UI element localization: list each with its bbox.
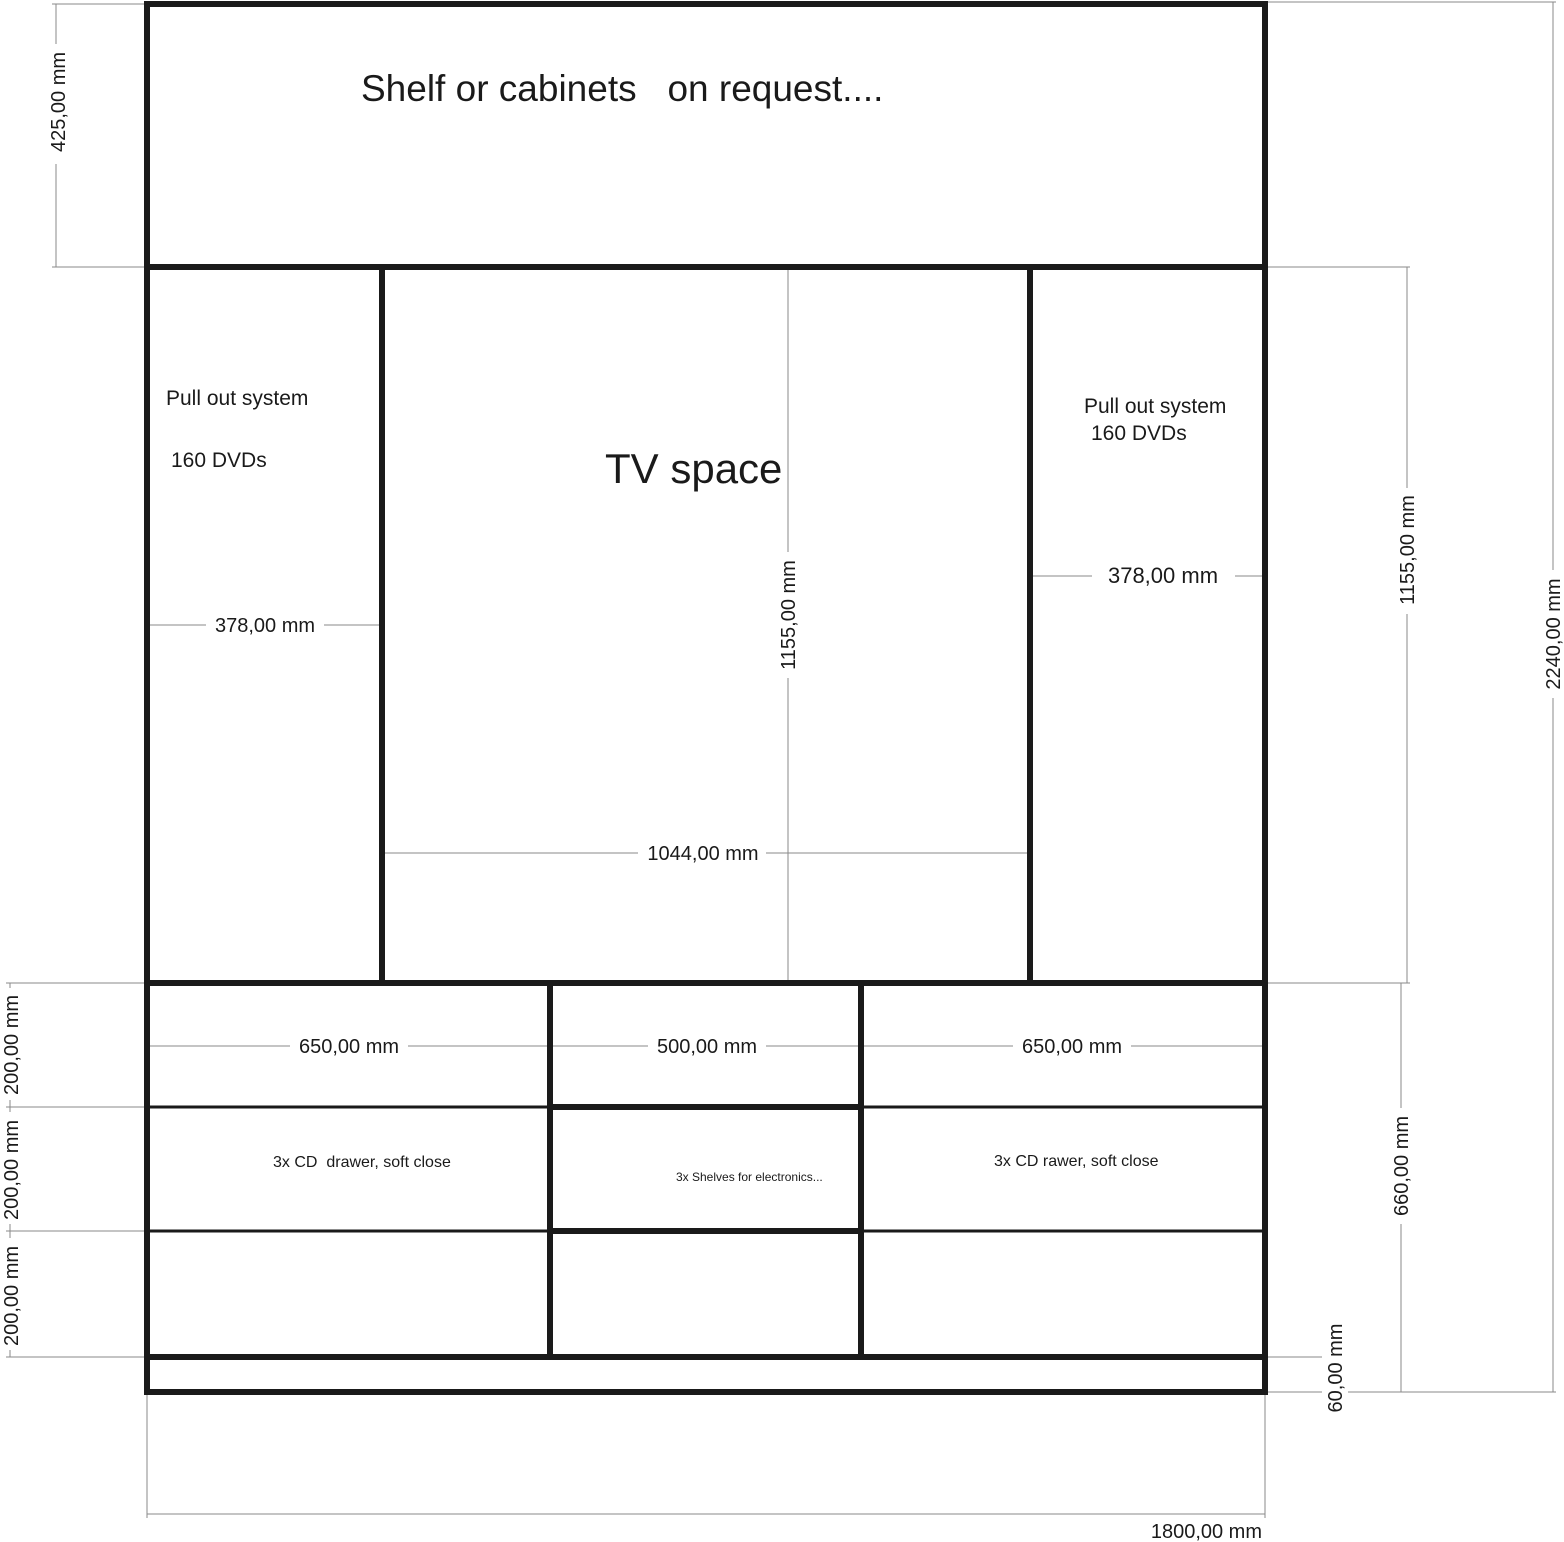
right-pullout-width: 378,00 mm bbox=[1108, 563, 1218, 588]
drawer-row-3-height: 200,00 mm bbox=[1, 1246, 23, 1346]
left-pullout-width: 378,00 mm bbox=[215, 615, 315, 637]
lower-height: 660,00 mm bbox=[1391, 1116, 1413, 1216]
top-section-label: Shelf or cabinets on request.... bbox=[361, 68, 883, 109]
middle-height-right: 1155,00 mm bbox=[1397, 495, 1419, 605]
total-width: 1800,00 mm bbox=[1151, 1521, 1262, 1542]
tv-height: 1155,00 mm bbox=[778, 560, 800, 670]
total-height: 2240,00 mm bbox=[1543, 578, 1564, 689]
drawer-row-1-height: 200,00 mm bbox=[1, 995, 23, 1095]
middle-shelf-width: 500,00 mm bbox=[657, 1036, 757, 1058]
cabinet-structure bbox=[144, 1, 1268, 1395]
dimension-lines bbox=[6, 1, 1556, 1518]
dimension-labels-vertical: 425,00 mm 1155,00 mm 1155,00 mm 2240,00 … bbox=[0, 44, 1564, 1418]
left-drawer-width: 650,00 mm bbox=[299, 1036, 399, 1058]
middle-shelves-label: 3x Shelves for electronics... bbox=[676, 1170, 823, 1184]
drawer-row-2-height: 200,00 mm bbox=[1, 1120, 23, 1220]
tv-space-label: TV space bbox=[605, 445, 782, 492]
right-pullout-count: 160 DVDs bbox=[1091, 422, 1187, 445]
top-height: 425,00 mm bbox=[48, 52, 70, 152]
left-pullout-count: 160 DVDs bbox=[171, 449, 267, 472]
plinth-height: 60,00 mm bbox=[1325, 1324, 1347, 1413]
dimension-labels-horizontal: 378,00 mm 378,00 mm 1044,00 mm 650,00 mm… bbox=[206, 562, 1262, 1542]
section-labels: Shelf or cabinets on request.... Pull ou… bbox=[166, 68, 1226, 1184]
left-drawer-label: 3x CD drawer, soft close bbox=[273, 1154, 451, 1171]
left-pullout-title: Pull out system bbox=[166, 387, 308, 410]
right-drawer-label: 3x CD rawer, soft close bbox=[994, 1153, 1159, 1170]
tv-width: 1044,00 mm bbox=[647, 843, 758, 865]
right-drawer-width: 650,00 mm bbox=[1022, 1036, 1122, 1058]
right-pullout-title: Pull out system bbox=[1084, 395, 1226, 418]
